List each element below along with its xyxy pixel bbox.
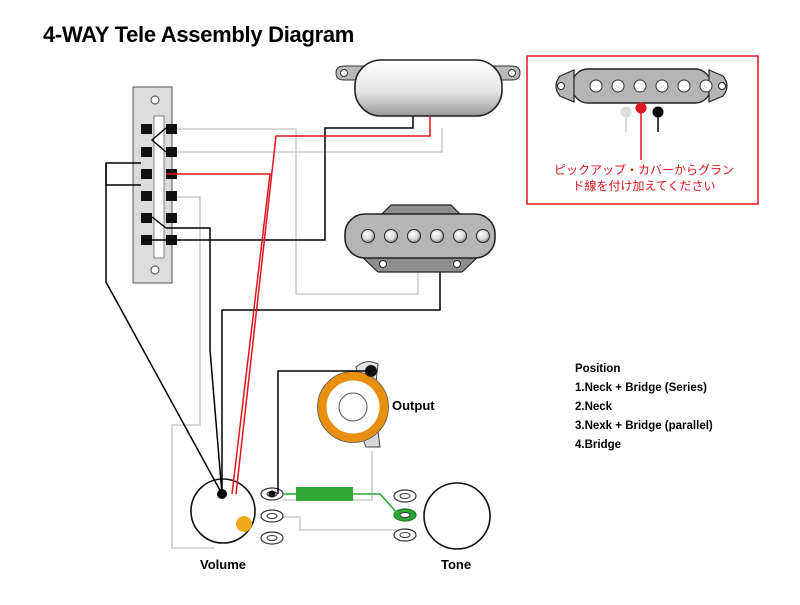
position-item: 1.Neck + Bridge (Series) xyxy=(575,382,707,394)
bridge-pickup-screw xyxy=(379,260,387,268)
tone-label: Tone xyxy=(441,557,472,572)
pole-piece xyxy=(677,79,691,93)
position-item: 3.Nexk + Bridge (parallel) xyxy=(575,420,713,432)
ground-solder-dot xyxy=(236,516,252,532)
position-item: 2.Neck xyxy=(575,401,613,413)
tone-pot-body xyxy=(423,482,491,550)
callout-pole-pieces xyxy=(589,79,713,93)
volume-pot xyxy=(190,478,284,545)
switch-slot xyxy=(153,115,165,259)
switch-screw-top xyxy=(150,95,160,105)
callout-leads xyxy=(620,102,664,160)
pole-piece xyxy=(611,79,625,93)
pole-piece xyxy=(633,79,647,93)
pole-piece xyxy=(430,229,444,243)
switch-lug xyxy=(141,213,152,223)
callout-box xyxy=(526,55,759,205)
switch-lug xyxy=(141,191,152,201)
jack-hole xyxy=(338,392,368,422)
neck-pickup-cover xyxy=(354,59,503,117)
neck-pickup xyxy=(335,59,521,117)
position-item: 4.Bridge xyxy=(575,439,622,451)
pole-piece xyxy=(361,229,375,243)
switch xyxy=(105,86,177,284)
volume-label: Volume xyxy=(200,557,246,572)
position-heading: Position xyxy=(575,363,621,375)
output-jack xyxy=(317,361,389,448)
callout-note-line: ド線を付け加えてください xyxy=(572,179,716,193)
pole-piece xyxy=(699,79,713,93)
switch-screw-bottom xyxy=(150,265,160,275)
diagram-title: 4-WAY Tele Assembly Diagram xyxy=(43,22,355,47)
bridge-pickup-screw xyxy=(453,260,461,268)
volume-pot-body xyxy=(190,478,256,544)
position-legend: Position 1.Neck + Bridge (Series) 2.Neck… xyxy=(575,360,713,455)
switch-lug xyxy=(166,191,177,201)
pole-piece xyxy=(453,229,467,243)
volume-lug-solder xyxy=(268,490,276,498)
bridge-pole-pieces xyxy=(361,229,490,243)
switch-lug xyxy=(166,147,177,157)
red-wires xyxy=(166,116,431,495)
callout-note-line: ピックアップ・カバーからグラン xyxy=(553,163,734,177)
switch-lug xyxy=(141,147,152,157)
tone-lugs xyxy=(393,489,417,542)
neck-pickup-screw xyxy=(340,69,348,77)
pole-piece xyxy=(476,229,490,243)
output-label: Output xyxy=(392,398,435,413)
pole-piece xyxy=(384,229,398,243)
pole-piece xyxy=(589,79,603,93)
switch-lug xyxy=(141,124,152,134)
switch-lug xyxy=(141,169,152,179)
callout-note: ピックアップ・カバーからグラン ド線を付け加えてください xyxy=(532,162,756,194)
switch-lug xyxy=(166,213,177,223)
capacitor xyxy=(283,487,399,515)
pole-piece xyxy=(655,79,669,93)
tone-pot xyxy=(393,482,491,550)
switch-lug xyxy=(166,124,177,134)
pole-piece xyxy=(407,229,421,243)
bridge-pickup xyxy=(344,204,496,273)
capacitor-body xyxy=(296,487,353,501)
neck-pickup-screw xyxy=(508,69,516,77)
black-wires xyxy=(105,116,441,495)
